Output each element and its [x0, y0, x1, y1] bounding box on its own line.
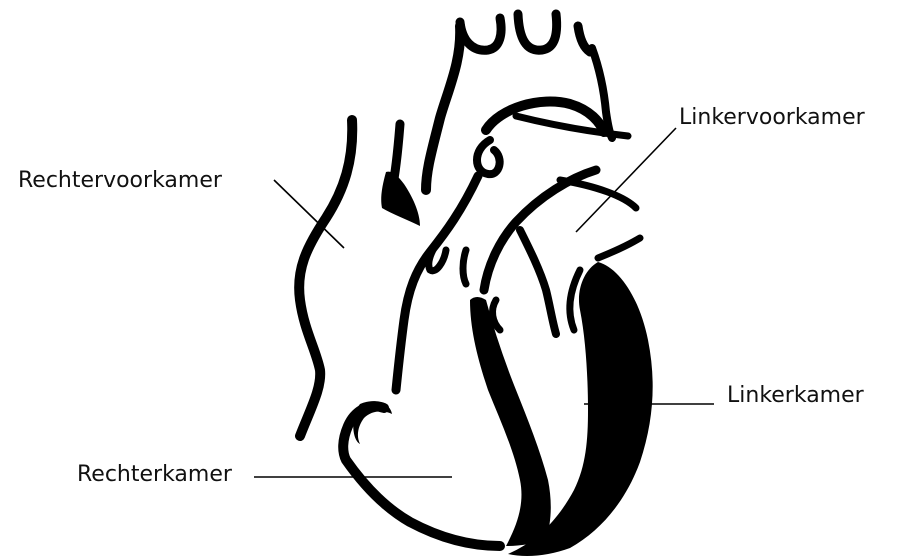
pulmonary-vein-low: [598, 238, 640, 258]
left-atrium-appendage: [381, 172, 420, 226]
leader-line-linkervoorkamer: [576, 128, 676, 232]
label-linkervoorkamer: Linkervoorkamer: [679, 107, 865, 129]
right-ventricle-hook: [353, 401, 392, 444]
valve-mid: [463, 250, 466, 284]
aorta-outer-left: [426, 26, 460, 190]
label-rechtervoorkamer: Rechtervoorkamer: [18, 170, 222, 192]
valve-left: [429, 238, 446, 271]
septum-wall: [470, 297, 551, 546]
aorta-branch-1: [460, 18, 501, 50]
vena-cava-outer: [299, 120, 352, 436]
label-rechterkamer: Rechterkamer: [77, 464, 232, 486]
aorta-branch-2: [518, 14, 557, 50]
pulmonary-trunk-left: [477, 140, 500, 174]
left-atrium-curve: [570, 270, 580, 330]
label-linkerkamer: Linkerkamer: [727, 385, 864, 407]
valve-small: [493, 300, 500, 330]
atrium-wall: [520, 230, 556, 334]
right-ventricle-outer: [343, 406, 500, 546]
